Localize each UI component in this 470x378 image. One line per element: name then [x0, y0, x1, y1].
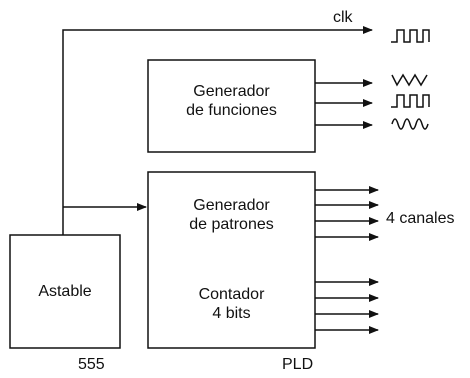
clock-line	[62, 26, 373, 235]
triangle-wave-icon	[391, 73, 428, 87]
astable-box	[9, 234, 121, 349]
function-generator-line2: de funciones	[186, 102, 277, 119]
pattern-generator-line1: Generador	[193, 197, 270, 214]
channels-label: 4 canales	[386, 210, 455, 227]
timer-chip-label: 555	[78, 356, 105, 373]
counter-line2: 4 bits	[212, 305, 251, 322]
pld-box	[147, 171, 316, 349]
pattern-generator-label: Generador de patrones	[148, 196, 315, 234]
square-wave-icon	[391, 94, 430, 108]
function-generator-box	[147, 59, 316, 153]
counter-output-arrows	[315, 278, 379, 334]
function-generator-line1: Generador	[193, 83, 270, 100]
function-output-arrows	[315, 79, 373, 129]
function-generator-label: Generador de funciones	[148, 82, 315, 120]
astable-label: Astable	[38, 283, 92, 300]
square-wave-icon	[391, 29, 430, 43]
counter-label: Contador 4 bits	[148, 285, 315, 323]
pattern-generator-line2: de patrones	[189, 216, 274, 233]
pld-chip-label: PLD	[282, 356, 314, 373]
pattern-output-arrows	[315, 186, 379, 241]
counter-line1: Contador	[198, 286, 265, 303]
sine-wave-icon	[391, 118, 429, 130]
clock-label: clk	[333, 9, 353, 26]
